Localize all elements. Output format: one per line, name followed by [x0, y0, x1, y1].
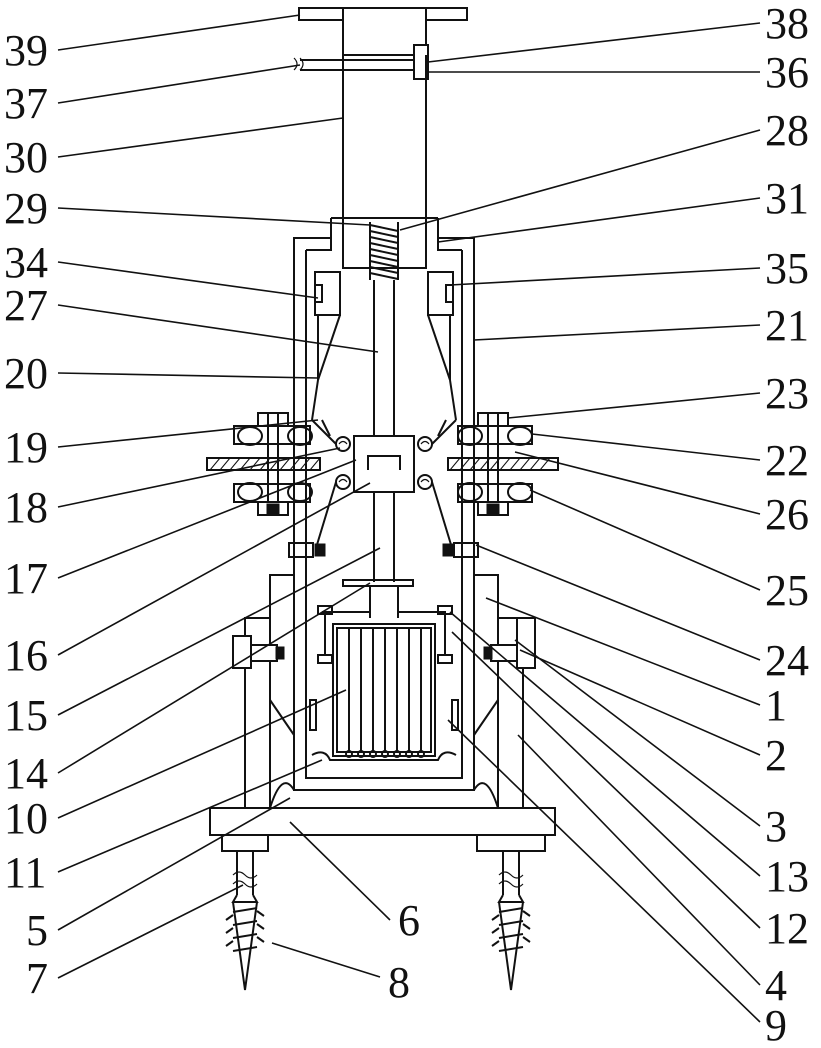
callout-label: 26	[765, 490, 809, 539]
ground-anchor-right	[477, 835, 545, 990]
callout-label: 29	[4, 184, 48, 233]
callout-label: 7	[26, 954, 48, 1003]
upper-housing	[294, 218, 474, 420]
callout-label: 21	[765, 301, 809, 350]
callout-label: 27	[4, 281, 48, 330]
callouts-right: 38 36 28 31 35 21 23 22 26 25 24 1 2 3 1…	[765, 0, 809, 1048]
leader-lines	[58, 15, 760, 1022]
callout-label: 15	[4, 691, 48, 740]
callout-label: 12	[765, 904, 809, 953]
thread-spring	[370, 222, 398, 280]
callout-label: 25	[765, 566, 809, 615]
base-plate	[210, 808, 555, 835]
callout-label: 10	[4, 794, 48, 843]
filter-cartridge	[333, 624, 435, 757]
callout-label: 1	[765, 681, 787, 730]
callout-label: 30	[4, 133, 48, 182]
ground-anchor-left	[222, 835, 268, 990]
callout-label: 36	[765, 48, 809, 97]
callout-label: 39	[4, 26, 48, 75]
callout-label: 16	[4, 631, 48, 680]
callout-label: 6	[398, 896, 420, 945]
callouts-bottom: 6 8	[388, 896, 420, 1007]
gasket-right	[448, 458, 558, 470]
callout-label: 11	[4, 848, 46, 897]
callout-label: 34	[4, 238, 48, 287]
callout-label: 24	[765, 636, 809, 685]
callout-label: 19	[4, 423, 48, 472]
callout-label: 28	[765, 106, 809, 155]
callout-label: 2	[765, 731, 787, 780]
callout-label: 38	[765, 0, 809, 48]
callout-label: 9	[765, 1001, 787, 1048]
callout-label: 13	[765, 852, 809, 901]
callout-label: 18	[4, 483, 48, 532]
callout-label: 3	[765, 802, 787, 851]
callout-label: 17	[4, 554, 48, 603]
callout-label: 31	[765, 174, 809, 223]
callout-label: 8	[388, 958, 410, 1007]
callout-label: 23	[765, 369, 809, 418]
callout-label: 14	[4, 749, 48, 798]
callouts-left: 39 37 30 29 34 27 20 19 18 17 16 15 14 1…	[4, 26, 48, 1003]
coupling-block	[354, 436, 414, 492]
callout-label: 20	[4, 349, 48, 398]
top-flange	[299, 8, 467, 55]
callout-label: 5	[26, 906, 48, 955]
filter-plate	[343, 580, 413, 586]
callout-label: 35	[765, 244, 809, 293]
callout-label: 22	[765, 436, 809, 485]
callout-label: 37	[4, 79, 48, 128]
